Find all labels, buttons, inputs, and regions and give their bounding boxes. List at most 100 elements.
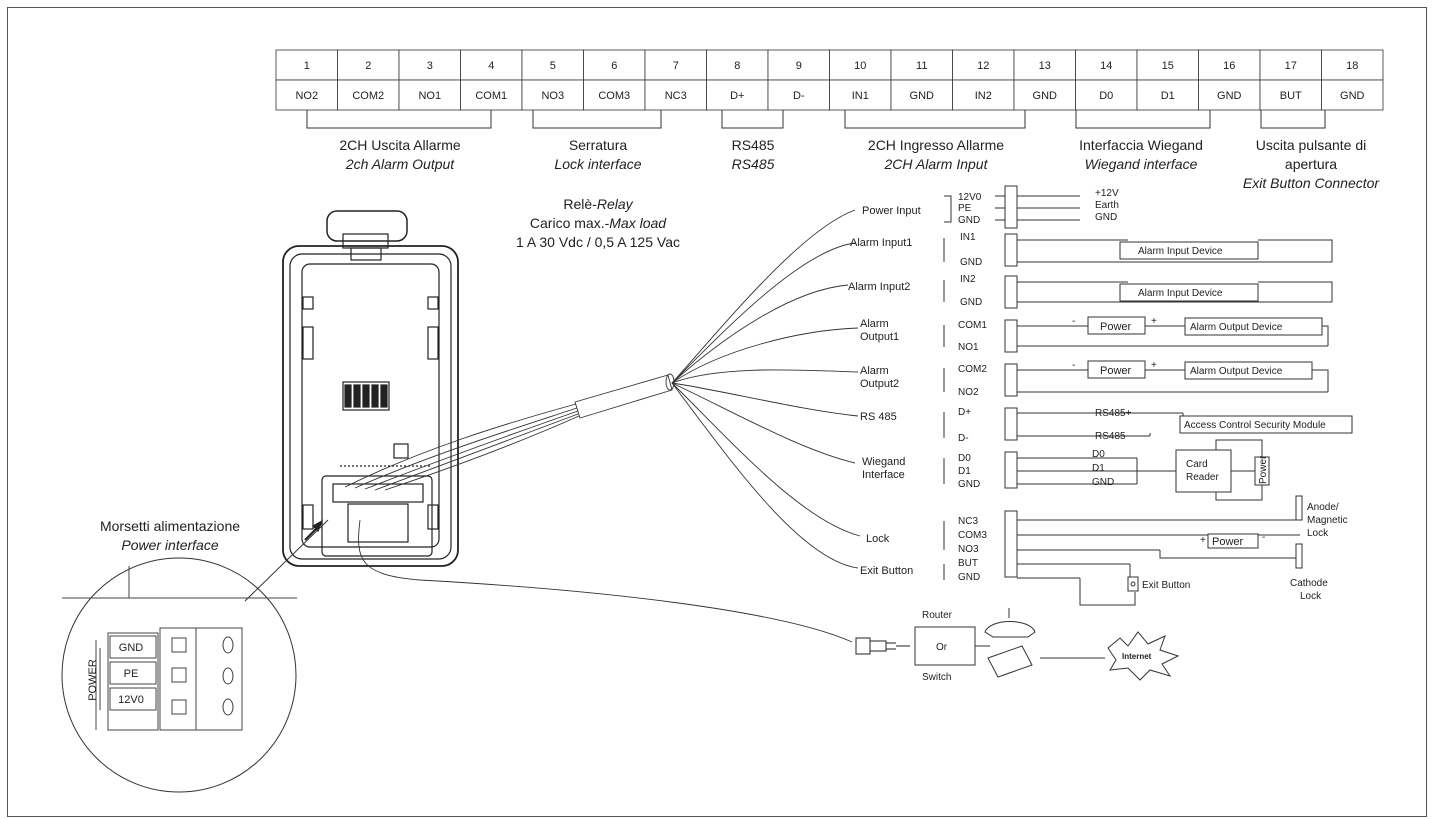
group-exit-it1: Uscita pulsante di: [1256, 137, 1367, 153]
conn-alarm-output1-a: Alarm: [860, 318, 889, 330]
pin-cell: [398, 79, 461, 111]
wire-rd0: D0: [1092, 449, 1105, 460]
wire-no1: NO1: [958, 342, 979, 353]
pin-cell: [1198, 49, 1261, 81]
wire-no2: NO2: [958, 387, 979, 398]
card-reader-b: Reader: [1186, 472, 1219, 483]
alarm-input-device-1: Alarm Input Device: [1138, 246, 1223, 257]
wire-no3: NO3: [958, 544, 979, 555]
power-term-pe: PE: [124, 668, 139, 680]
cable-bundle: [344, 209, 861, 643]
pin-cell: [583, 49, 646, 81]
group-wiegand-en: Wiegand interface: [1085, 156, 1198, 172]
anode-a: Anode/: [1307, 502, 1339, 513]
wire-com2: COM2: [958, 364, 987, 375]
power-side-label: POWER: [87, 659, 99, 701]
power-zoom-circle: [61, 557, 297, 793]
card-reader-a: Card: [1186, 459, 1208, 470]
pin-name: GND: [1340, 90, 1365, 102]
plus-mark: +: [1200, 535, 1206, 546]
pin-number: 13: [1039, 60, 1051, 72]
pin-cell: [583, 79, 646, 111]
wire-rs-p: RS485+: [1095, 408, 1132, 419]
pin-cell: [644, 79, 707, 111]
pin-number: 15: [1162, 60, 1174, 72]
pin-number: 7: [673, 60, 679, 72]
wire-rs-m: RS485-: [1095, 431, 1129, 442]
conn-exit-button: Exit Button: [860, 565, 913, 577]
pin-name: D1: [1161, 90, 1175, 102]
pin-name: D-: [793, 90, 805, 102]
or-label: Or: [936, 642, 948, 653]
access-module: Access Control Security Module: [1184, 420, 1326, 431]
alarm-output-device-2: Alarm Output Device: [1190, 366, 1283, 377]
zoom-leader: [244, 519, 329, 602]
router-label: Router: [922, 610, 953, 621]
pin-name: NC3: [665, 90, 687, 102]
conn-rs485: RS 485: [860, 411, 897, 423]
wire-bgnd: GND: [958, 572, 980, 583]
pin-cell: [521, 49, 584, 81]
conn-wiegand-a: Wiegand: [862, 456, 905, 468]
pin-cell: [1136, 79, 1199, 111]
group-rs485-it: RS485: [732, 137, 775, 153]
pin-name: IN1: [852, 90, 869, 102]
conn-alarm-output1-b: Output1: [860, 331, 899, 343]
pin-name: D0: [1099, 90, 1113, 102]
pin-number: 8: [734, 60, 740, 72]
conn-alarm-input1: Alarm Input1: [850, 237, 912, 249]
wire-rgnd: GND: [1092, 477, 1114, 488]
pin-number: 5: [550, 60, 556, 72]
pin-cell: [1013, 79, 1076, 111]
pin-number: 10: [854, 60, 866, 72]
wire-dm: D-: [958, 433, 969, 444]
pin-cell: [1198, 79, 1261, 111]
power-box-2: Power: [1100, 365, 1132, 377]
pin-name: COM1: [475, 90, 507, 102]
power-interface-it: Morsetti alimentazione: [100, 518, 240, 534]
wire-out-gnd: GND: [1095, 212, 1117, 223]
power-terminal-block: [62, 566, 297, 731]
pin-number: 16: [1223, 60, 1235, 72]
group-rs485-en: RS485: [732, 156, 775, 172]
pin-number: 9: [796, 60, 802, 72]
pin-cell: [1321, 49, 1384, 81]
alarm-input-device-2: Alarm Input Device: [1138, 288, 1223, 299]
terminal-table: 1NO22COM23NO14COM15NO36COM37NC38D+9D-10I…: [275, 49, 1384, 111]
pin-cell: [890, 79, 953, 111]
rj45-plug: [855, 637, 910, 655]
wire-12v0: 12V0: [958, 192, 982, 203]
power-interface-en: Power interface: [121, 537, 218, 553]
conn-lock: Lock: [866, 533, 890, 545]
group-alarm-input-it: 2CH Ingresso Allarme: [868, 137, 1004, 153]
reader-power: Power: [1258, 455, 1269, 484]
wire-com1: COM1: [958, 320, 987, 331]
device-back-view: [282, 210, 459, 567]
pin-cell: [275, 79, 338, 111]
group-lock-it: Serratura: [569, 137, 628, 153]
pin-cell: [952, 49, 1015, 81]
minus-mark: -: [1072, 316, 1075, 327]
diagram-frame: [7, 7, 1427, 817]
internet-label: Internet: [1122, 652, 1152, 661]
alarm-output-device-1: Alarm Output Device: [1190, 322, 1283, 333]
relay-line1: Relè-Relay: [563, 196, 633, 212]
wire-rd1: D1: [1092, 463, 1105, 474]
group-wiegand-it: Interfaccia Wiegand: [1079, 137, 1203, 153]
wire-in1-gnd: GND: [960, 257, 982, 268]
relay-line2: Carico max.-Max load: [530, 215, 667, 231]
wire-in2-gnd: GND: [960, 297, 982, 308]
pin-number: 18: [1346, 60, 1358, 72]
pin-name: D+: [730, 90, 744, 102]
pin-cell: [706, 79, 769, 111]
wire-out-earth: Earth: [1095, 200, 1119, 211]
pin-number: 14: [1100, 60, 1112, 72]
group-alarm-output-it: 2CH Uscita Allarme: [339, 137, 461, 153]
pin-number: 3: [427, 60, 433, 72]
pin-number: 17: [1285, 60, 1297, 72]
group-alarm-input-en: 2CH Alarm Input: [884, 156, 989, 172]
relay-line3: 1 A 30 Vdc / 0,5 A 125 Vac: [516, 234, 680, 250]
cathode-a: Cathode: [1290, 578, 1328, 589]
pin-cell: [1136, 49, 1199, 81]
